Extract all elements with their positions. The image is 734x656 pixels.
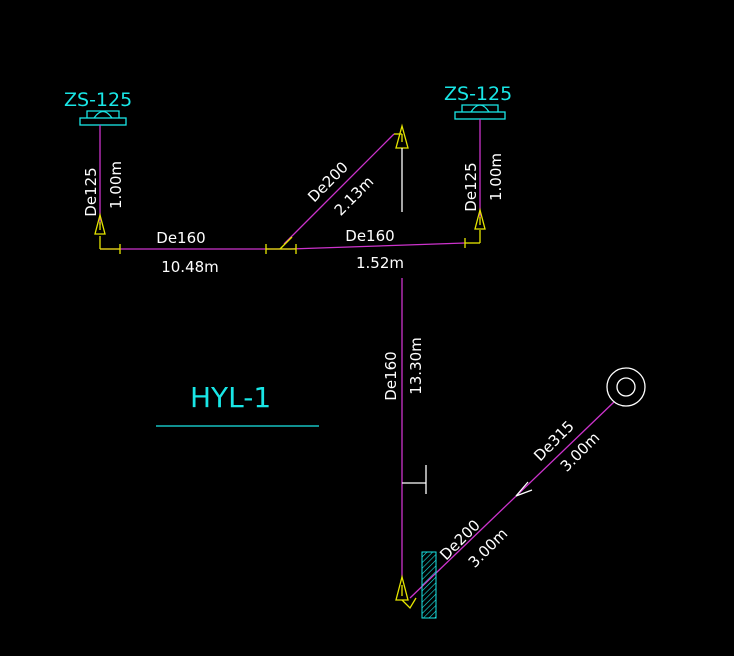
fixture-right-dome (470, 104, 490, 113)
pipe-diagonal-outlet (409, 401, 615, 599)
label-horizontal-right-length: 1.52m (356, 254, 404, 272)
fitting-bottom-elbow (401, 597, 417, 610)
pipe-horizontal-right (289, 242, 466, 250)
fitting-tee-branch (279, 236, 293, 250)
label-vertical-main-length: 13.30m (407, 337, 425, 395)
label-right-riser-length-wrap: 1.00m (487, 153, 505, 201)
label-horizontal-left-length: 10.48m (161, 258, 219, 276)
fixture-right-base (454, 111, 506, 120)
label-right-riser-size-wrap: De125 (462, 162, 480, 211)
label-horizontal-right-size: De160 (345, 227, 394, 245)
fixture-right-label: ZS-125 (444, 83, 512, 105)
fixture-right: ZS-125 (444, 83, 512, 120)
label-left-riser-size-wrap: De125 (82, 167, 100, 216)
fixture-left-base (79, 117, 127, 126)
fixture-left-label: ZS-125 (64, 89, 132, 111)
label-left-riser-length-wrap: 1.00m (107, 161, 125, 209)
fixture-left: ZS-125 (64, 89, 132, 126)
fitting-right-cleanout-icon (474, 207, 486, 230)
fixture-right-body (461, 104, 499, 112)
label-horizontal-left-size: De160 (156, 229, 205, 247)
wall-hatch (421, 551, 437, 619)
fittings (94, 123, 486, 610)
manhole-outer-icon (606, 367, 646, 407)
drawing-title: HYL-1 (190, 381, 271, 414)
flow-arrow-icon (515, 481, 533, 497)
label-right-riser-length: 1.00m (487, 153, 505, 201)
label-left-riser-length: 1.00m (107, 161, 125, 209)
label-vertical-main-length-wrap: 13.30m (407, 337, 425, 395)
label-vertical-main-size-wrap: De160 (382, 351, 400, 400)
label-right-riser-size: De125 (462, 162, 480, 211)
pipe-diagonal-upper (283, 133, 395, 245)
manhole-inner-icon (616, 377, 636, 397)
label-left-riser-size: De125 (82, 167, 100, 216)
fitting-left-cleanout-icon (94, 212, 106, 235)
label-vertical-main-size: De160 (382, 351, 400, 400)
fixture-left-dome (93, 110, 113, 119)
